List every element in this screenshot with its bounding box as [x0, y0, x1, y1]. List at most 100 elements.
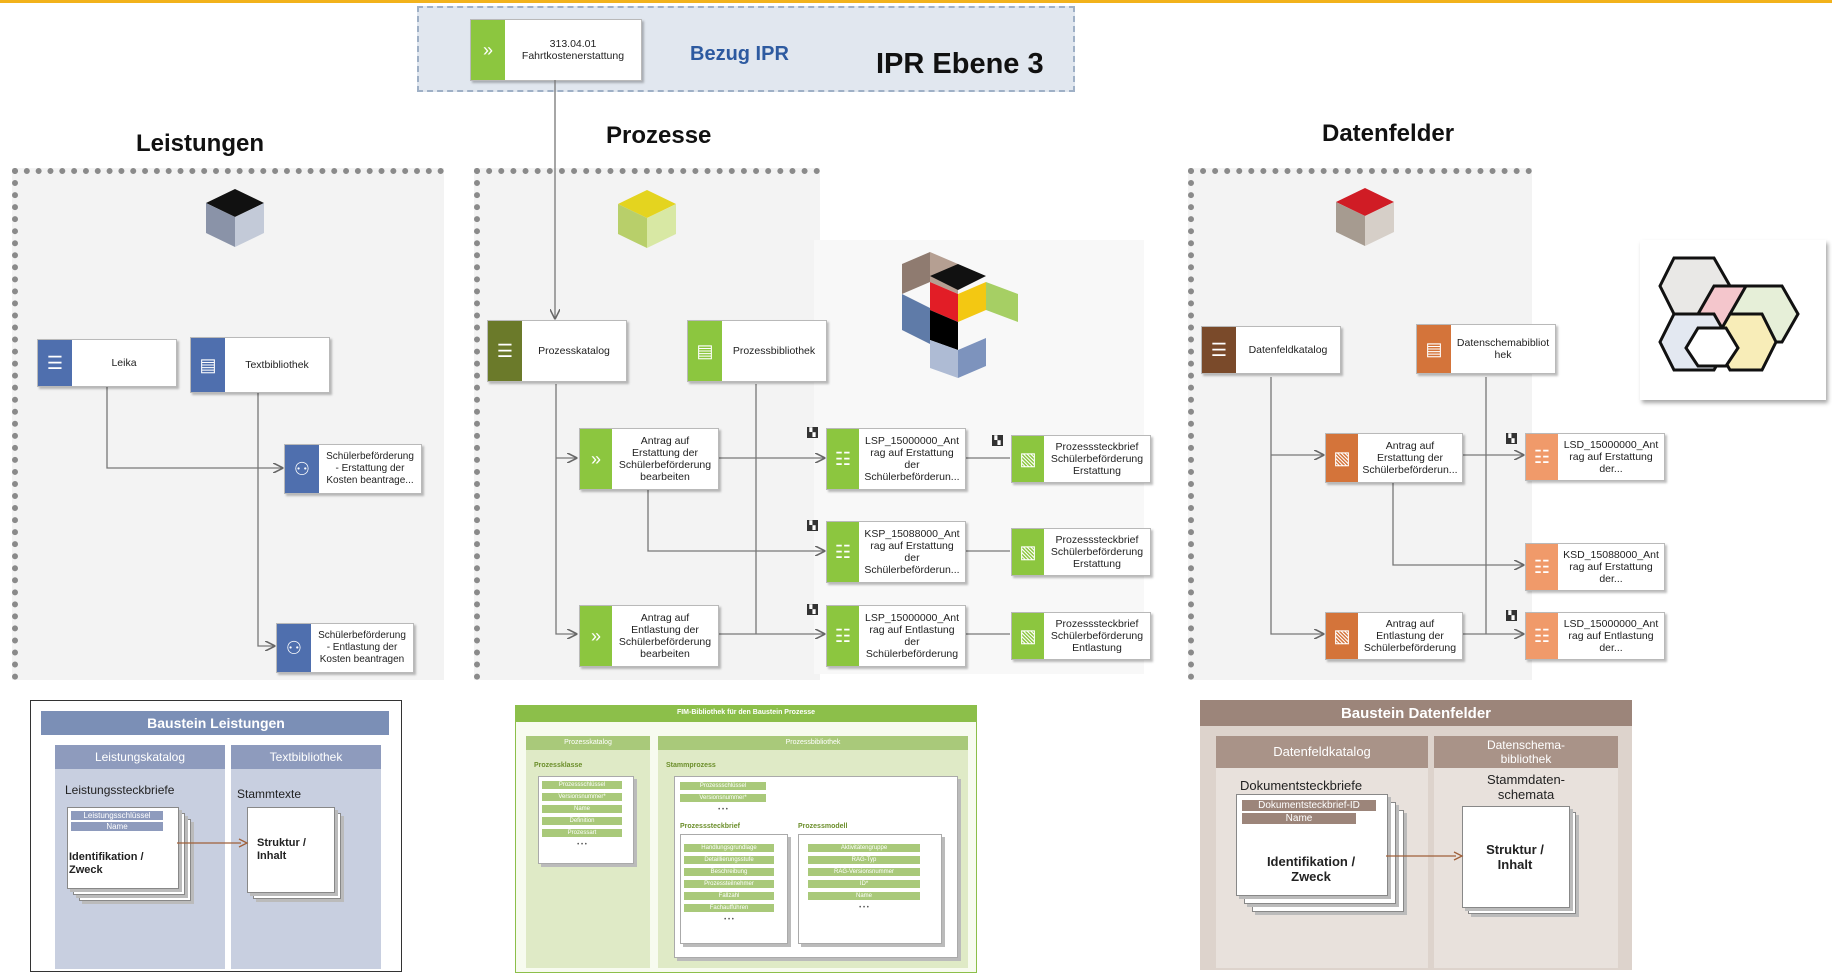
catalog-icon: ☰: [38, 340, 72, 386]
bl-sub1: Leistungssteckbriefe: [65, 783, 175, 797]
heading-prozesse: Prozesse: [606, 122, 712, 149]
ref-code: 313.04.01: [549, 38, 597, 50]
textbibliothek-node[interactable]: ▤ Textbibliothek: [190, 337, 330, 393]
bp-chip: Definition: [542, 817, 622, 825]
brief-erstattung-1-node[interactable]: ▧ Prozesssteckbrief Schülerbeförderung E…: [1011, 435, 1151, 483]
bp-chip: Fallzahl: [684, 892, 774, 900]
bd-sub2: Stammdaten- schemata: [1486, 772, 1566, 802]
prozesskatalog-node[interactable]: ☰ Prozesskatalog: [487, 320, 627, 382]
bl-arrow: [177, 838, 249, 848]
bd-col2-head: Datenschema- bibliothek: [1434, 736, 1618, 768]
bl-card1-text: Identifikation / Zweck: [69, 851, 144, 876]
bp-chip: • • •: [577, 842, 587, 848]
datenfeldkatalog-node[interactable]: ☰ Datenfeldkatalog: [1201, 326, 1341, 374]
bl-col1-head: Leistungskatalog: [55, 745, 225, 769]
bp-chip: RAG-Versionsnummer: [808, 868, 920, 876]
bp-steckbrief-card: [680, 834, 788, 944]
bd-card2-text: Struktur / Inhalt: [1486, 842, 1544, 872]
datenschemabibliothek-node[interactable]: ▤ Datenschemabibliot hek: [1416, 324, 1556, 374]
datenfeldkatalog-label: Datenfeldkatalog: [1248, 344, 1328, 356]
bd-card-2: [1462, 806, 1570, 908]
bp-chip: • • •: [859, 905, 869, 911]
bl-chip-key: Leistungsschlüssel: [71, 811, 163, 820]
model-icon: ▚: [807, 604, 818, 615]
panel-leistungen: [12, 168, 444, 680]
bp-klasse-label: Prozessklasse: [534, 762, 583, 769]
bp-chip: • • •: [724, 917, 734, 923]
proc-entlastung-node[interactable]: » Antrag auf Entlastung der Schülerbeför…: [579, 605, 719, 667]
document-icon: ▧: [1012, 529, 1044, 575]
cube-black-icon: [206, 189, 264, 247]
list-icon: ☷: [1526, 544, 1558, 590]
bp-chip: Prozessart: [542, 829, 622, 837]
brief-erstattung-2-node[interactable]: ▧ Prozesssteckbrief Schülerbeförderung E…: [1011, 528, 1151, 576]
bd-arrow: [1386, 851, 1464, 861]
ref-name: Fahrtkostenerstattung: [521, 50, 625, 62]
fahrtkosten-node[interactable]: » 313.04.01 Fahrtkostenerstattung: [470, 19, 642, 81]
bl-chip-name: Name: [71, 822, 163, 831]
catalog-icon: ☰: [1202, 327, 1236, 373]
ksp-erstattung-node[interactable]: ☷ KSP_15088000_Ant rag auf Erstattung de…: [826, 521, 966, 583]
lsd-entlastung-label: LSD_15000000_Ant rag auf Entlastung der.…: [1563, 618, 1659, 654]
model-icon: ▚: [992, 435, 1003, 446]
brief-entlastung-node[interactable]: ▧ Prozesssteckbrief Schülerbeförderung E…: [1011, 612, 1151, 660]
prozessbibliothek-node[interactable]: ▤ Prozessbibliothek: [687, 320, 827, 382]
bp-chip: Fachaufführen: [684, 904, 774, 912]
form-erstattung-label: Antrag auf Erstattung der Schülerbeförde…: [1362, 440, 1458, 476]
bl-card-2: [247, 807, 335, 893]
bp-chip: Detaillierungsstufe: [684, 856, 774, 864]
bd-col1-head: Datenfeldkatalog: [1216, 736, 1428, 768]
bp-chip: Prozessschlüssel: [542, 781, 622, 789]
bd-title: Baustein Datenfelder: [1340, 705, 1492, 722]
bp-chip: ID*: [808, 880, 920, 888]
bl-title-bar: [41, 711, 389, 735]
form-entlastung-node[interactable]: ▧ Antrag auf Entlastung der Schülerbeför…: [1325, 612, 1463, 660]
form-erstattung-node[interactable]: ▧ Antrag auf Erstattung der Schülerbeför…: [1325, 433, 1463, 483]
leika-label: Leika: [111, 357, 137, 369]
cube-yellow-icon: [618, 190, 676, 248]
list-icon: ☷: [827, 429, 859, 489]
panel-prozesse: [474, 168, 820, 680]
library-icon: ▤: [1417, 325, 1451, 373]
brief-erstattung-2-label: Prozesssteckbrief Schülerbeförderung Ers…: [1050, 534, 1144, 570]
ksd-erstattung-node[interactable]: ☷ KSD_15088000_Ant rag auf Erstattung de…: [1525, 543, 1665, 591]
bp-chip: Aktivitätengruppe: [808, 844, 920, 852]
bd-chip-id: Dokumentsteckbrief-ID: [1242, 800, 1376, 811]
lsp-erstattung-label: LSP_15000000_Ant rag auf Erstattung der …: [864, 435, 960, 483]
document-icon: ▧: [1012, 436, 1044, 482]
leika-node[interactable]: ☰ Leika: [37, 339, 177, 387]
top-accent-line: [0, 0, 1832, 3]
list-icon: ☷: [827, 606, 859, 666]
bp-title: FIM-Bibliothek für den Baustein Prozesse: [676, 709, 816, 716]
bp-chip: Handlungsgrundlage: [684, 844, 774, 852]
bd-card1-text: Identifikation / Zweck: [1266, 854, 1356, 884]
bd-chip-name: Name: [1242, 813, 1356, 824]
lsp-entlastung-label: LSP_15000000_Ant rag auf Entlastung der …: [864, 612, 959, 660]
bp-modell-card: [798, 834, 942, 944]
lsd-erstattung-node[interactable]: ☷ LSD_15000000_Ant rag auf Erstattung de…: [1525, 433, 1665, 481]
bp-col1-head: Prozesskatalog: [526, 736, 650, 750]
bp-stamm-chip: Versionsnummer*: [680, 794, 766, 802]
bp-steckbrief-label: Prozesssteckbrief: [680, 823, 740, 830]
lsp-erstattung-node[interactable]: ☷ LSP_15000000_Ant rag auf Erstattung de…: [826, 428, 966, 490]
bl-card-1: [67, 807, 179, 889]
lsd-entlastung-node[interactable]: ☷ LSD_15000000_Ant rag auf Entlastung de…: [1525, 612, 1665, 660]
lsp-entlastung-node[interactable]: ☷ LSP_15000000_Ant rag auf Entlastung de…: [826, 605, 966, 667]
leistung-erstattung-node[interactable]: ⚇ Schülerbeförderung - Erstattung der Ko…: [284, 444, 422, 494]
leistung-entlastung-node[interactable]: ⚇ Schülerbeförderung - Entlastung der Ko…: [276, 623, 414, 673]
bd-sub1: Dokumentsteckbriefe: [1240, 778, 1363, 793]
proc-entlastung-label: Antrag auf Entlastung der Schülerbeförde…: [618, 612, 712, 660]
bp-modell-label: Prozessmodell: [798, 823, 848, 830]
bp-col2-head: Prozessbibliothek: [658, 736, 968, 750]
brief-erstattung-1-label: Prozesssteckbrief Schülerbeförderung Ers…: [1050, 441, 1144, 477]
form-document-icon: ▧: [1326, 613, 1358, 659]
process-arrow-icon: »: [580, 606, 612, 666]
form-entlastung-label: Antrag auf Entlastung der Schülerbeförde…: [1363, 618, 1457, 654]
brief-entlastung-label: Prozesssteckbrief Schülerbeförderung Ent…: [1050, 618, 1144, 654]
fahrtkosten-label: 313.04.01 Fahrtkostenerstattung: [505, 20, 641, 80]
bl-title: Baustein Leistungen: [147, 715, 285, 731]
list-icon: ☷: [827, 522, 859, 582]
proc-erstattung-node[interactable]: » Antrag auf Erstattung der Schülerbeför…: [579, 428, 719, 490]
bd-card-1: [1236, 794, 1388, 896]
lsd-erstattung-label: LSD_15000000_Ant rag auf Erstattung der.…: [1563, 439, 1659, 475]
